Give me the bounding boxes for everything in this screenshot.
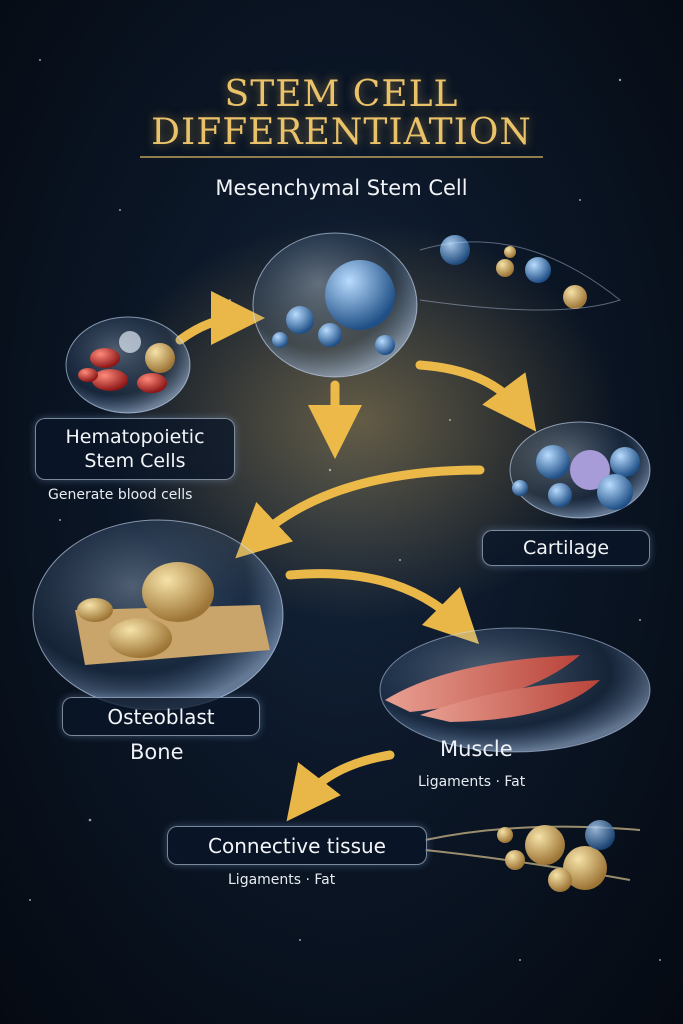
stem-cell-trail bbox=[419, 235, 622, 311]
connective-tissue-label-box: Connective tissue bbox=[167, 826, 427, 865]
title-line-2: DIFFERENTIATION bbox=[151, 112, 532, 153]
bone-bubble bbox=[32, 519, 284, 711]
connective-tissue-bubble bbox=[424, 820, 641, 892]
cartilage-bubble bbox=[509, 421, 651, 519]
cartilage-label-box: Cartilage bbox=[482, 530, 650, 566]
hematopoietic-caption: Generate blood cells bbox=[48, 487, 193, 503]
osteoblast-label-box: Osteoblast bbox=[62, 697, 260, 736]
title-line-1: STEM CELL bbox=[224, 74, 459, 115]
hematopoietic-label-box: Hematopoietic Stem Cells bbox=[35, 418, 235, 480]
stem-cell-bubble bbox=[252, 232, 418, 378]
arrow-to-bone bbox=[235, 465, 485, 559]
arrow-to-cartilage bbox=[415, 360, 537, 432]
hematopoietic-label-line2: Stem Cells bbox=[84, 450, 186, 472]
connective-tissue-caption: Ligaments · Fat bbox=[228, 872, 336, 888]
muscle-bubble bbox=[379, 627, 651, 753]
subtitle: Mesenchymal Stem Cell bbox=[215, 176, 468, 200]
muscle-caption: Ligaments · Fat bbox=[418, 774, 526, 790]
arrow-to-stem-center bbox=[175, 291, 265, 346]
blood-cells-bubble bbox=[65, 316, 191, 414]
muscle-label: Muscle bbox=[440, 737, 513, 761]
osteoblast-label: Osteoblast bbox=[107, 704, 215, 729]
arrow-to-connective bbox=[286, 750, 395, 822]
connective-tissue-label: Connective tissue bbox=[208, 833, 386, 858]
cartilage-label: Cartilage bbox=[522, 537, 610, 559]
arrow-to-muscle bbox=[285, 569, 480, 645]
bone-caption: Bone bbox=[130, 740, 184, 764]
hematopoietic-label-line1: Hematopoietic bbox=[65, 426, 205, 448]
